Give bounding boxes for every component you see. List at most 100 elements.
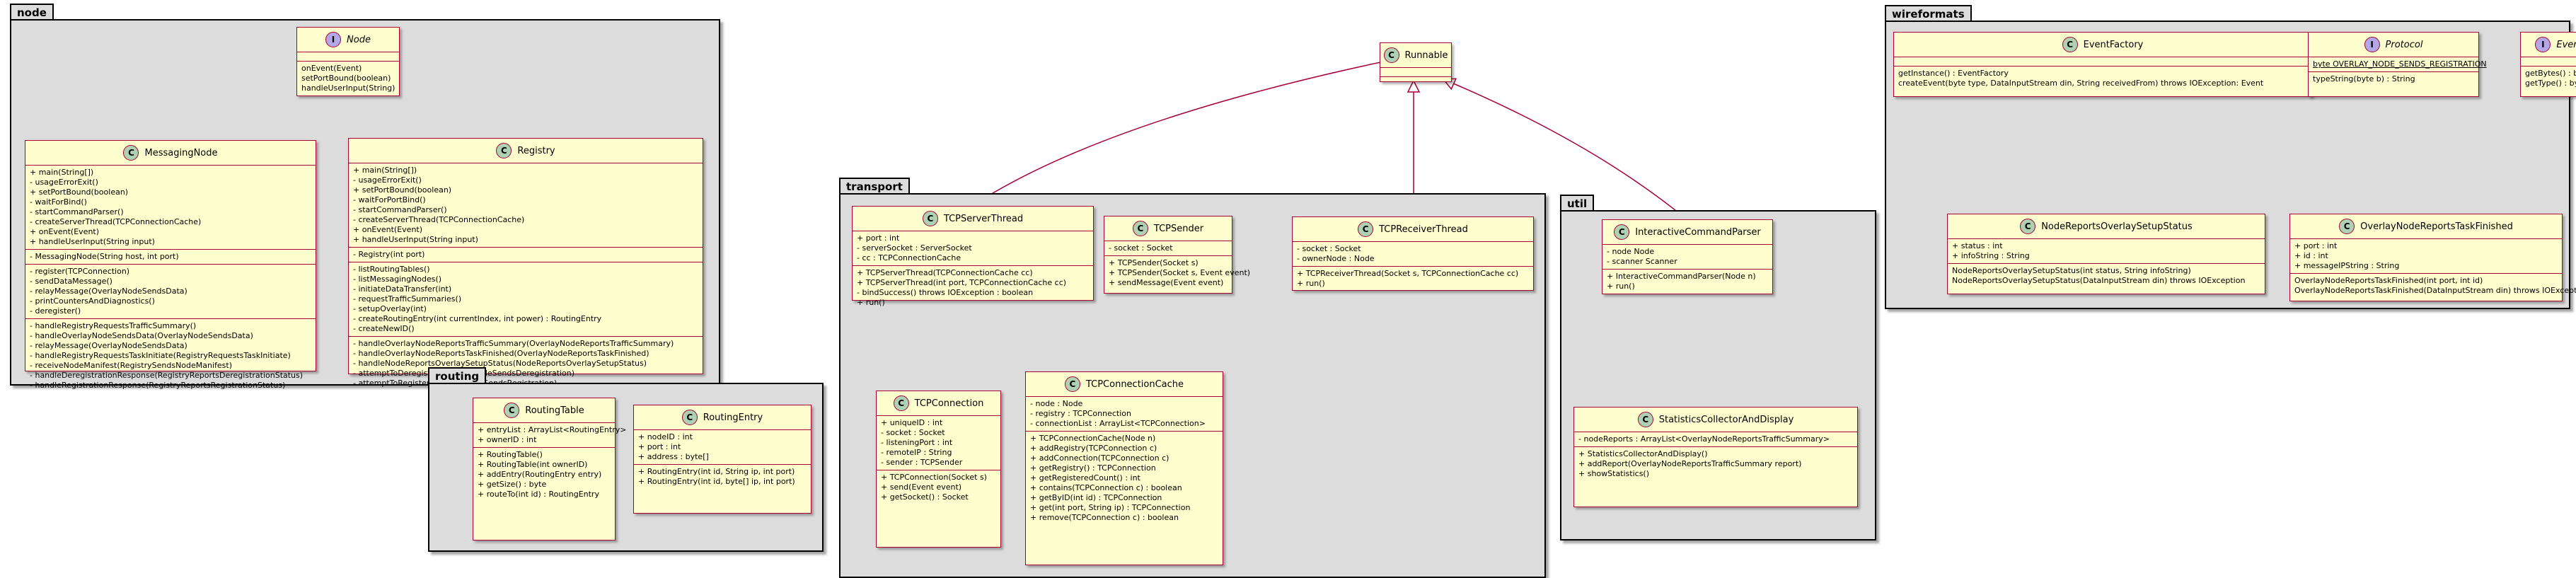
class-section: - socket : Socket xyxy=(1104,241,1232,256)
member: - createRoutingEntry(int currentIndex, i… xyxy=(353,314,602,323)
member: + addEntry(RoutingEntry entry) xyxy=(478,470,602,479)
package-wireformats-label: wireformats xyxy=(1892,8,1965,21)
member: - createServerThread(TCPConnectionCache) xyxy=(353,215,525,224)
member: - bindSuccess() throws IOException : boo… xyxy=(857,288,1034,297)
member: + TCPSender(Socket s, Event event) xyxy=(1109,268,1251,277)
class-section: NodeReportsOverlaySetupStatus(int status… xyxy=(1948,264,2265,288)
member: + setPortBound(boolean) xyxy=(353,185,452,195)
member: - usageErrorExit() xyxy=(30,178,98,187)
class-name: MessagingNode xyxy=(144,147,218,158)
member: - createNewID() xyxy=(353,324,415,333)
member: NodeReportsOverlaySetupStatus(int status… xyxy=(1952,266,2191,275)
member: getType() : byte xyxy=(2525,79,2576,88)
class-name: InteractiveCommandParser xyxy=(1635,226,1761,238)
class-name: TCPConnectionCache xyxy=(1085,378,1184,390)
member: + getRegisteredCount() : int xyxy=(1030,473,1140,482)
member: + run() xyxy=(857,298,885,307)
class-section: + RoutingEntry(int id, String ip, int po… xyxy=(634,465,811,489)
class-section: + main(String[])- usageErrorExit()+ setP… xyxy=(25,166,316,250)
member: + addRegistry(TCPConnection c) xyxy=(1030,444,1157,453)
class-stereotype-icon: C xyxy=(504,403,520,418)
member: - ownerNode : Node xyxy=(1297,254,1375,263)
member: + id : int xyxy=(2294,251,2328,260)
class-stereotype-icon: C xyxy=(1637,412,1653,427)
interface-stereotype-icon: I xyxy=(2364,37,2380,52)
member: + TCPSender(Socket s) xyxy=(1109,258,1199,267)
member: - receiveNodeManifest(RegistrySendsNodeM… xyxy=(30,361,233,370)
member: onEvent(Event) xyxy=(301,64,362,73)
member: + addConnection(TCPConnection c) xyxy=(1030,453,1169,463)
class-section: - handleRegistryRequestsTrafficSummary()… xyxy=(25,319,316,393)
member: + routeTo(int id) : RoutingEntry xyxy=(478,490,599,499)
class-section: + TCPConnection(Socket s)+ send(Event ev… xyxy=(877,470,1000,504)
member: - startCommandParser() xyxy=(353,205,447,214)
member: - handleRegistrationResponse(RegistryRep… xyxy=(30,381,286,390)
member: - connectionList : ArrayList<TCPConnecti… xyxy=(1030,419,1206,428)
class-stereotype-icon: C xyxy=(1614,224,1630,240)
member: - setupOverlay(int) xyxy=(353,304,427,313)
member: + TCPServerThread(TCPConnectionCache cc) xyxy=(857,268,1033,277)
class-section: + entryList : ArrayList<RoutingEntry>+ o… xyxy=(473,423,626,448)
member: + TCPServerThread(int port, TCPConnectio… xyxy=(857,278,1067,287)
member: + handleUserInput(String input) xyxy=(30,237,155,246)
member: + ownerID : int xyxy=(478,435,537,444)
member: + run() xyxy=(1607,282,1635,291)
member: + status : int xyxy=(1952,241,2003,250)
member: + handleUserInput(String input) xyxy=(353,235,478,244)
package-util-tab: util xyxy=(1560,195,1595,212)
member: + sendMessage(Event event) xyxy=(1109,278,1224,287)
package-node-label: node xyxy=(17,6,47,19)
member: - waitForBind() xyxy=(30,197,87,207)
member: + TCPReceiverThread(Socket s, TCPConnect… xyxy=(1297,269,1519,278)
class-name: NodeReportsOverlaySetupStatus xyxy=(2041,221,2193,232)
member: + TCPConnection(Socket s) xyxy=(881,473,987,482)
class-event[interactable]: IEventgetBytes() : byte[]getType() : byt… xyxy=(2520,32,2576,97)
member: - MessagingNode(String host, int port) xyxy=(30,252,179,261)
class-section: + port : int+ id : int+ messageIPString … xyxy=(2290,239,2562,274)
member: byte OVERLAY_NODE_SENDS_REGISTRATION xyxy=(2313,59,2487,69)
class-section: + TCPSender(Socket s)+ TCPSender(Socket … xyxy=(1104,256,1251,290)
member: + getSocket() : Socket xyxy=(881,492,969,502)
package-transport-label: transport xyxy=(846,180,903,193)
member: - handleRegistryRequestsTaskInitiate(Reg… xyxy=(30,351,291,360)
member: + port : int xyxy=(2294,241,2338,250)
member: setPortBound(boolean) xyxy=(301,74,391,83)
class-name: Registry xyxy=(517,145,555,156)
member: + getRegistry() : TCPConnection xyxy=(1030,463,1156,473)
class-stereotype-icon: C xyxy=(496,143,512,158)
member: + remove(TCPConnection c) : boolean xyxy=(1030,513,1179,522)
member: - socket : Socket xyxy=(1297,244,1361,253)
package-util-label: util xyxy=(1567,197,1588,210)
member: + RoutingTable(int ownerID) xyxy=(478,460,588,469)
class-name: TCPServerThread xyxy=(943,213,1024,224)
member: - createServerThread(TCPConnectionCache) xyxy=(30,217,202,226)
class-section: + uniqueID : int- socket : Socket- liste… xyxy=(877,416,1000,470)
class-section: getBytes() : byte[]getType() : byte xyxy=(2521,67,2576,91)
member: NodeReportsOverlaySetupStatus(DataInputS… xyxy=(1952,276,2246,285)
